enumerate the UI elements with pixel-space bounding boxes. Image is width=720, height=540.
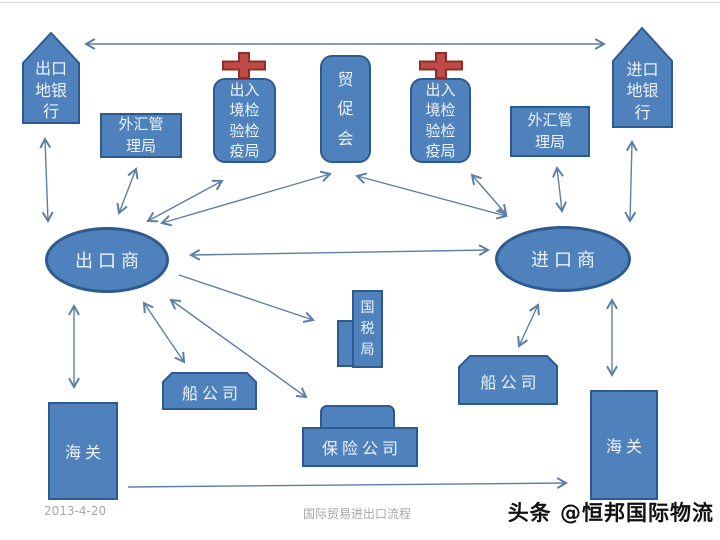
arrow-customsleft-customsright	[127, 477, 569, 489]
node-ship-left: 船公司	[162, 372, 258, 411]
arrow-exporter-ciqleft	[146, 179, 224, 223]
arrow-exporter-importer	[188, 244, 491, 261]
node-label: 船公司	[181, 383, 242, 403]
arrow-exporter-tradecouncil	[160, 170, 332, 227]
node-label: 船公司	[480, 372, 541, 392]
house-shape	[22, 32, 80, 124]
node-ciq-right: 出入境检验检疫局	[410, 78, 471, 163]
node-label: 贸促会	[337, 69, 354, 148]
snip-rect-shape	[162, 372, 257, 410]
node-customs-left: 海关	[48, 402, 118, 500]
arrow-exporter-shipleft	[142, 301, 186, 364]
node-import-bank: 进口地银行	[612, 27, 673, 129]
node-label: 海关	[605, 437, 646, 456]
node-label: 外汇管理局	[527, 110, 573, 151]
node-importer: 进口商	[495, 226, 631, 292]
arrow-exporter-forexleft	[116, 167, 139, 215]
node-export-bank: 出口地银行	[22, 32, 80, 125]
snip-rect-shape	[458, 355, 558, 405]
slide-title: 国际贸易进出口流程	[303, 507, 412, 521]
node-label: 保险公司	[321, 439, 402, 458]
arrow-forexright-importer	[552, 165, 567, 214]
node-label: 海关	[64, 443, 105, 462]
arrow-exporter-insurance	[169, 298, 308, 399]
node-label: 外汇管理局	[118, 114, 164, 155]
arrow-importbank-importer	[624, 139, 638, 224]
node-label: 出口商	[75, 251, 144, 272]
node-insurance: 保险公司	[302, 427, 418, 467]
red-cross-icon	[222, 52, 266, 79]
node-customs-right: 海关	[590, 390, 658, 500]
node-label: 出口地银行	[34, 59, 67, 122]
node-ship-right: 船公司	[458, 355, 559, 406]
slide-top-border	[0, 2, 720, 3]
node-label: 出入境检验检疫局	[425, 81, 456, 160]
red-cross-icon	[419, 52, 463, 79]
node-label: 进口商	[531, 250, 600, 271]
watermark-text: 头条 @恒邦国际物流	[507, 501, 714, 525]
arrow-tradecouncil-importer	[355, 172, 508, 220]
node-forex-right: 外汇管理局	[510, 106, 590, 157]
node-tax-bureau: 国税局	[352, 290, 383, 368]
node-forex-left: 外汇管理局	[100, 113, 182, 158]
slide-date: 2013-4-20	[44, 504, 107, 518]
node-ciq-left: 出入境检验检疫局	[213, 78, 276, 163]
arrow-ciqright-importer	[470, 173, 508, 216]
node-label: 进口地银行	[626, 59, 659, 122]
node-trade-council: 贸促会	[320, 55, 371, 163]
node-label: 出入境检验检疫局	[229, 81, 260, 160]
arrow-exporter-taxbureau	[178, 274, 315, 323]
arrow-importer-shipright	[517, 303, 540, 348]
node-exporter: 出口商	[45, 227, 169, 293]
arrow-exportbank-exporter	[39, 136, 54, 224]
house-shape	[612, 27, 673, 128]
node-label: 国税局	[360, 299, 375, 358]
